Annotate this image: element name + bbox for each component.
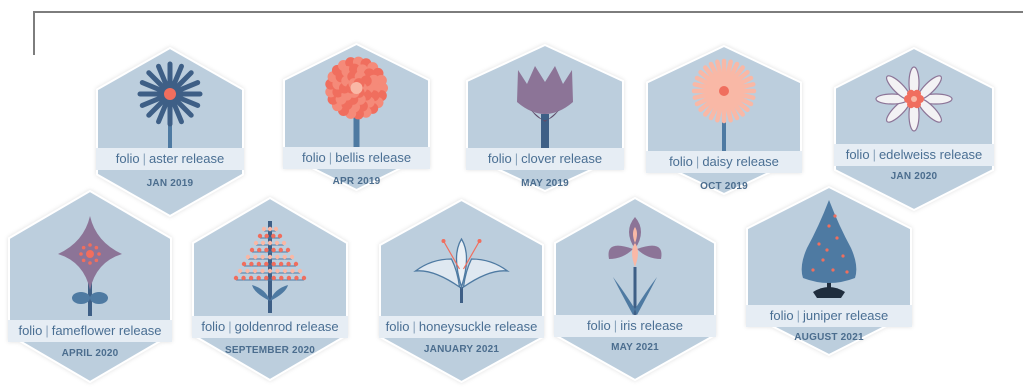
brand-text: folio — [769, 308, 794, 323]
release-name-band: folio|aster release — [96, 148, 244, 170]
brand-separator: | — [328, 150, 333, 165]
brand-separator: | — [796, 308, 800, 323]
release-date: JAN 2019 — [146, 178, 194, 189]
release-name: edelweiss release — [878, 147, 983, 162]
brand-separator: | — [412, 319, 416, 334]
brand-text: folio — [201, 319, 226, 334]
release-date: JAN 2020 — [890, 171, 938, 182]
brand-text: folio — [385, 319, 410, 334]
clover-flower-icon — [517, 66, 573, 148]
release-date: MAY 2021 — [611, 342, 659, 353]
release-date: MAY 2019 — [521, 178, 569, 189]
release-name: fameflower release — [51, 323, 162, 338]
frame-left-border — [33, 11, 35, 55]
release-name-band: folio|honeysuckle release — [379, 316, 544, 338]
release-name: iris release — [620, 318, 684, 333]
bellis-flower-icon — [325, 56, 388, 147]
release-name: daisy release — [702, 154, 779, 169]
brand-text: folio — [669, 154, 693, 169]
release-name-band: folio|clover release — [466, 148, 624, 170]
release-badge: folio|bellis release APR 2019 — [283, 43, 430, 191]
brand-text: folio — [301, 150, 326, 165]
iris-flower-icon — [608, 217, 662, 315]
release-name-band: folio|bellis release — [283, 147, 430, 169]
brand-text: folio — [487, 151, 512, 166]
brand-separator: | — [695, 154, 700, 169]
release-date: SEPTEMBER 2020 — [224, 345, 316, 356]
release-date: APRIL 2020 — [61, 348, 119, 359]
release-badge: folio|daisy release OCT 2019 — [646, 45, 802, 195]
release-badge: folio|honeysuckle release JANUARY 2021 — [379, 199, 544, 383]
release-date: JANUARY 2021 — [423, 344, 500, 355]
release-name-band: folio|goldenrod release — [192, 316, 348, 338]
release-badge: folio|aster release JAN 2019 — [96, 47, 244, 217]
release-name-band: folio|iris release — [554, 315, 716, 337]
brand-separator: | — [872, 147, 876, 162]
brand-text: folio — [586, 318, 611, 333]
release-badge: folio|juniper release AUGUST 2021 — [746, 186, 912, 356]
release-name-band: folio|edelweiss release — [834, 144, 994, 166]
honeysuckle-flower-icon — [413, 237, 510, 303]
release-badge: folio|goldenrod release SEPTEMBER 2020 — [192, 197, 348, 381]
brand-text: folio — [845, 147, 870, 162]
release-name: aster release — [149, 151, 225, 166]
juniper-tree-icon — [801, 200, 857, 298]
release-badge: folio|fameflower release APRIL 2020 — [8, 190, 172, 383]
release-name-band: folio|juniper release — [746, 305, 912, 327]
brand-separator: | — [45, 323, 49, 338]
brand-separator: | — [514, 151, 519, 166]
brand-separator: | — [228, 319, 232, 334]
brand-separator: | — [142, 151, 147, 166]
release-name: bellis release — [335, 150, 412, 165]
release-badge: folio|clover release MAY 2019 — [466, 44, 624, 192]
release-date: AUGUST 2021 — [794, 332, 864, 343]
brand-text: folio — [18, 323, 43, 338]
release-badge: folio|iris release MAY 2021 — [554, 197, 716, 381]
release-name: clover release — [521, 151, 603, 166]
goldenrod-flower-icon — [233, 221, 307, 313]
release-name: goldenrod release — [234, 319, 339, 334]
brand-separator: | — [613, 318, 618, 333]
aster-flower-icon — [137, 61, 203, 148]
release-name: honeysuckle release — [418, 319, 538, 334]
frame-top-border — [33, 11, 1023, 13]
edelweiss-flower-icon — [875, 66, 953, 132]
release-name: juniper release — [802, 308, 889, 323]
daisy-flower-icon — [691, 58, 757, 151]
release-name-band: folio|daisy release — [646, 151, 802, 173]
release-date: APR 2019 — [332, 176, 381, 187]
release-badge: folio|edelweiss release JAN 2020 — [834, 47, 994, 211]
brand-text: folio — [115, 151, 140, 166]
fameflower-flower-icon — [58, 216, 122, 316]
release-name-band: folio|fameflower release — [8, 320, 172, 342]
release-date: OCT 2019 — [700, 181, 748, 192]
